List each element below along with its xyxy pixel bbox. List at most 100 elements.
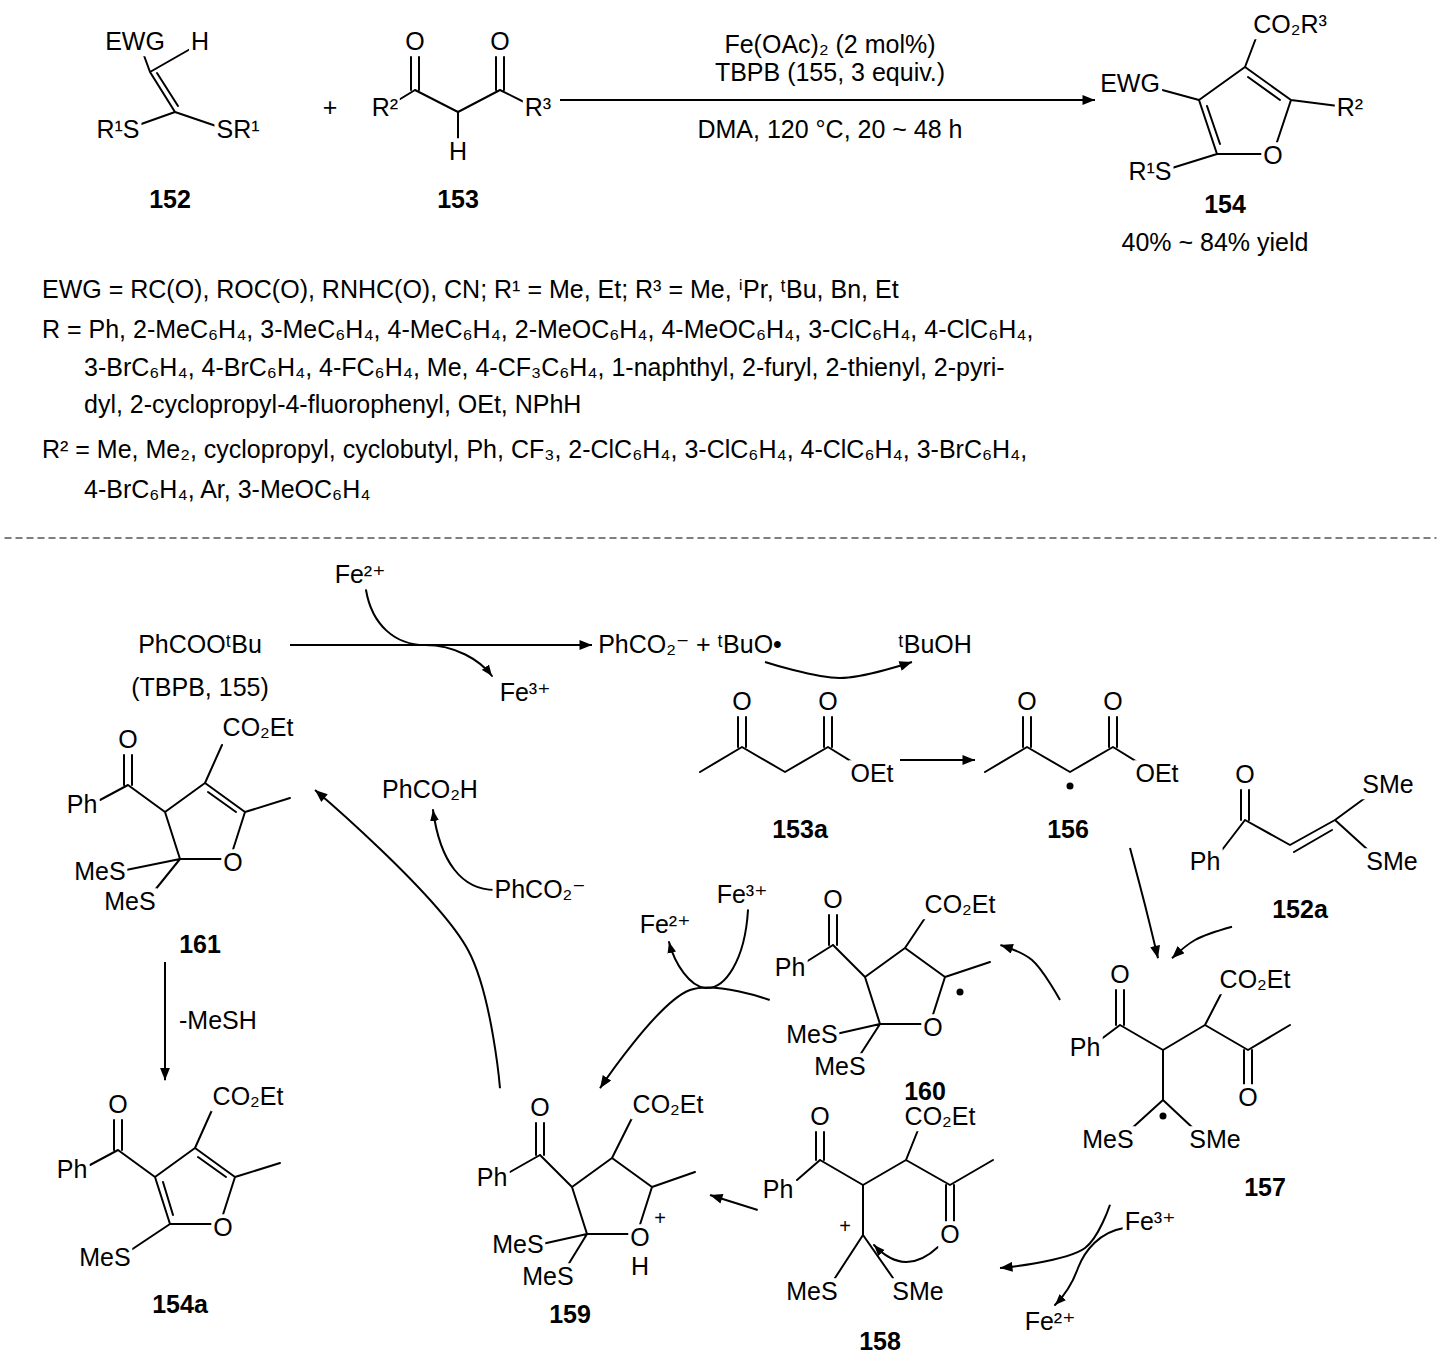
radical-dot [1160,1113,1167,1120]
compound-number: 160 [902,1078,948,1106]
atom-label: O [106,1091,129,1119]
atom-label: MeS [77,1244,132,1272]
bond-lines [1155,38,1338,168]
compound-group: OCO₂EtPhOMeSSMe157 [1060,958,1300,1205]
atom-label: Ph [773,954,808,982]
charge-sign: + [837,1215,853,1237]
atom-label: OEt [1133,760,1180,788]
atom-label: R¹S [94,116,141,144]
yield-text: 40% ~ 84% yield [1120,229,1311,257]
compound-group: OOR²R³H153 [365,22,560,218]
compound-number: 152 [147,186,193,214]
atom-label: MeS [72,858,127,886]
scope-text: EWG = RC(O), ROC(O), RNHC(O), CN; R¹ = M… [40,276,901,304]
compound-group: EWGHR¹SSR¹152 [85,22,275,218]
scope-text: R = Ph, 2-MeC₆H₄, 3-MeC₆H₄, 4-MeC₆H₄, 2-… [40,316,1035,344]
atom-label: H [189,28,211,56]
reaction-arrow [290,644,592,646]
atom-label: O [1015,688,1038,716]
atom-label: EWG [103,28,167,56]
compound-group: PhCO₂⁻ + ᵗBuO• [592,628,790,662]
atom-label: O [921,1014,944,1042]
atom-label: MeS [102,888,157,916]
scope-text: 4-BrC₆H₄, Ar, 3-MeOC₆H₄ [82,476,372,504]
iron-species: Fe³⁺ [1123,1208,1178,1236]
reaction-arrow [765,662,912,678]
scope-text: R² = Me, Me₂, cyclopropyl, cyclobutyl, P… [40,436,1029,464]
atom-label: O [221,849,244,877]
reagent-formula: PhCO₂⁻ + ᵗBuO• [596,631,784,659]
reaction-arrow [1000,1205,1110,1268]
atom-label: O [1236,1084,1259,1112]
compound-group: OOOEt156 [975,685,1185,848]
compound-group: OSMePhSMe152a [1180,758,1428,927]
atom-label: O [808,1103,831,1131]
bond-lines [90,1110,280,1252]
reagent-formula: (TBPB, 155) [129,674,271,702]
plus-sign: + [321,94,340,122]
radical-dot [957,989,964,996]
atom-label: MeS [812,1053,867,1081]
scope-text: 3-BrC₆H₄, 4-BrC₆H₄, 4-FC₆H₄, Me, 4-CF₃C₆… [82,354,1007,382]
compound-number: 161 [177,931,223,959]
reagent-formula: ᵗBuOH [896,631,974,659]
compound-group: OOOEt153a [690,685,900,848]
arrow-label: -MeSH [177,1007,259,1035]
atom-label: O [1233,761,1256,789]
reaction-arrow [1130,848,1158,958]
atom-label: H [629,1253,651,1281]
iron-species: Fe³⁺ [715,881,770,909]
atom-label: R³ [523,94,553,122]
electron-transfer-arrow [366,590,492,676]
compound-number: 153 [435,186,481,214]
iron-species: Fe²⁺ [333,561,388,589]
atom-label: CO₂R³ [1251,11,1329,39]
reaction-arrow [315,790,500,1088]
bond-lines [797,1129,993,1278]
atom-label: EWG [1098,70,1162,98]
iron-species: Fe²⁺ [1023,1308,1078,1336]
reaction-arrow [900,759,975,761]
reaction-arrow [560,99,1095,101]
atom-label: O [816,688,839,716]
atom-label: O [730,688,753,716]
compound-number: 152a [1270,896,1330,924]
atom-label: MeS [1080,1126,1135,1154]
byproduct-formula: PhCO₂H [380,776,480,804]
atom-label: SMe [890,1278,945,1306]
atom-label: CO₂Et [211,1083,286,1111]
bond-lines [100,745,290,890]
atom-label: R² [370,94,400,122]
compound-group: PhCOOᵗBu (TBPB, 155) [115,625,290,710]
atom-label: O [1101,688,1124,716]
atom-label: SMe [1187,1126,1242,1154]
atom-label: Ph [65,791,100,819]
bond-lines [1100,987,1290,1130]
reaction-arrow [1172,927,1232,959]
radical-dot [1067,783,1074,790]
compound-number: 158 [857,1328,903,1356]
atom-label: Ph [1068,1034,1103,1062]
reaction-arrow [1000,945,1060,1000]
compound-number: 154a [150,1291,210,1319]
atom-label: Ph [1188,848,1223,876]
electron-transfer-arrow [1055,1228,1124,1305]
atom-label: Ph [761,1176,796,1204]
atom-label: O [528,1094,551,1122]
scope-text: dyl, 2-cyclopropyl-4-fluorophenyl, OEt, … [82,391,583,419]
compound-number: 159 [547,1301,593,1329]
reaction-arrow [710,1195,758,1210]
atom-label: O [628,1224,651,1252]
compound-group: OCO₂EtPhMeSOMeS161 [55,711,315,962]
reagent-formula: PhCOOᵗBu [136,631,264,659]
compound-group: CO₂R³EWGR²R¹SO154 [1095,5,1385,222]
atom-label: O [1261,142,1284,170]
bond-lines [700,712,862,772]
compound-group: ᵗBuOH [888,628,985,662]
atom-label: MeS [784,1021,839,1049]
compound-number: 153a [770,816,830,844]
compound-number: 154 [1202,191,1248,219]
atom-label: O [821,886,844,914]
compound-group: OCO₂EtPhMeSOMeS160 [770,883,1001,1109]
